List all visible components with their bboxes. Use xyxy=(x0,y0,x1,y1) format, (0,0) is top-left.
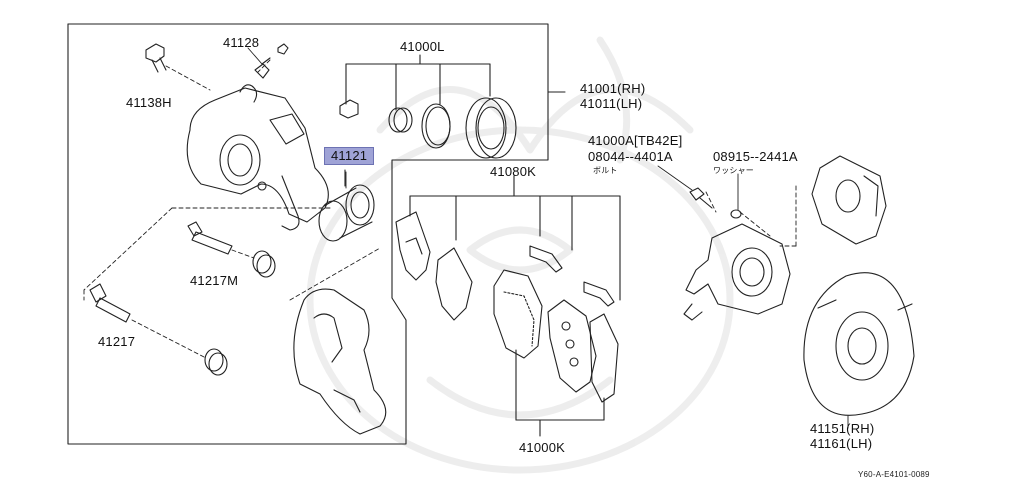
steering-knuckle xyxy=(683,223,791,321)
anti-squeal-clip-lower xyxy=(583,281,615,307)
dust-boot xyxy=(339,99,359,119)
wear-indicator-shim xyxy=(589,313,619,403)
dust-shield xyxy=(803,272,915,416)
torque-member xyxy=(293,288,387,435)
washer xyxy=(730,209,742,219)
diagram-reference-code: Y60-A-E4101-0089 xyxy=(858,470,930,479)
guide-pin-lower xyxy=(89,283,131,323)
mounting-bolt xyxy=(689,187,713,209)
shim-kit-bracket xyxy=(409,175,621,301)
part-label-41138H: 41138H xyxy=(126,95,172,110)
caliper-bolt xyxy=(145,43,167,73)
part-label-08044: 08044--4401A xyxy=(588,149,673,164)
seal-ring-thick xyxy=(465,97,517,159)
guide-lines xyxy=(83,59,797,359)
brake-pad-inner xyxy=(547,299,597,393)
bolt-jp-label: ボルト xyxy=(593,166,618,175)
bleeder-screw xyxy=(254,43,289,79)
seal-kit-bracket xyxy=(345,54,491,111)
part-label-41161-lh: 41161(LH) xyxy=(810,436,873,451)
part-label-41001-rh: 41001(RH) xyxy=(580,81,646,96)
part-label-08915: 08915--2441A xyxy=(713,149,798,164)
assembly-bracket xyxy=(67,23,566,445)
shim-outer xyxy=(395,211,431,281)
part-label-41217M: 41217M xyxy=(190,273,239,288)
part-label-41000K: 41000K xyxy=(519,440,566,455)
seal-ring-thin xyxy=(421,103,451,149)
pin-boot-upper xyxy=(252,250,276,278)
pin-boot-lower xyxy=(204,348,228,376)
part-label-41151-rh: 41151(RH) xyxy=(810,421,875,436)
leader-lines xyxy=(247,47,849,429)
watermark-emblem xyxy=(306,36,734,474)
part-label-41128: 41128 xyxy=(223,35,260,50)
part-label-41080K: 41080K xyxy=(490,164,537,179)
part-label-41000L: 41000L xyxy=(400,39,445,54)
piston-seal xyxy=(388,107,413,133)
shim-inner xyxy=(435,247,473,321)
brake-pad-outer xyxy=(493,269,543,359)
piston xyxy=(318,169,375,242)
part-label-41000A: 41000A[TB42E] xyxy=(588,133,683,148)
caliper-assembly-rh xyxy=(811,155,887,245)
caliper-body xyxy=(186,84,329,231)
part-label-41011-lh: 41011(LH) xyxy=(580,96,643,111)
anti-squeal-clip-upper xyxy=(529,245,563,273)
part-label-41121-highlighted[interactable]: 41121 xyxy=(324,147,375,165)
washer-jp-label: ワッシャー xyxy=(713,166,754,175)
guide-pin-upper xyxy=(187,221,233,255)
part-label-41217: 41217 xyxy=(98,334,136,349)
pad-kit-bracket xyxy=(515,349,605,437)
